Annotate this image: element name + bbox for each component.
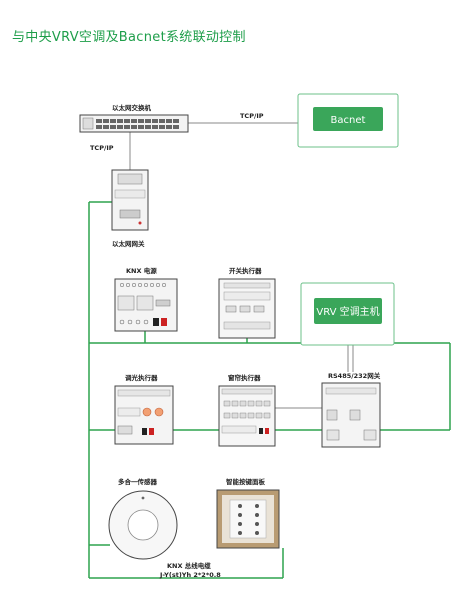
dimmer-module: [114, 385, 174, 445]
dimmer-label: 调光执行器: [125, 373, 158, 382]
ethernet-switch: [79, 114, 189, 133]
bacnet-button: [313, 107, 383, 131]
tcpip-label-top: TCP/IP: [240, 112, 264, 120]
vrv-button: [314, 298, 382, 324]
bus-cable-label-1: KNX 总线电缆: [167, 561, 211, 570]
bacnet-label: Bacnet: [331, 115, 366, 126]
panel-label: 智能按键面板: [226, 477, 266, 486]
smart-panel: [216, 489, 280, 549]
knx-power-label: KNX 电源: [126, 266, 157, 275]
switch-actuator-label: 开关执行器: [229, 266, 262, 275]
knx-power-module: [114, 278, 178, 332]
curtain-module: [218, 385, 276, 447]
gateway-label: 以太网网关: [112, 239, 145, 248]
rs485-label: RS485/232网关: [328, 371, 381, 380]
switch-actuator-module: [218, 278, 276, 339]
tcpip-label-left: TCP/IP: [90, 144, 114, 152]
sensor-label: 多合一传感器: [118, 477, 158, 486]
rs485-module: [321, 382, 381, 448]
page-title: 与中央VRV空调及Bacnet系统联动控制: [12, 30, 246, 45]
curtain-label: 窗帘执行器: [228, 373, 261, 382]
vrv-label: VRV 空调主机: [316, 305, 379, 318]
ethernet-gateway: [111, 169, 149, 231]
network-lines: [129, 122, 354, 409]
switch-label: 以太网交换机: [112, 103, 152, 112]
bus-cable-label-2: J-Y(st)Yh 2*2*0.8: [159, 571, 221, 579]
multi-sensor: [108, 490, 178, 560]
